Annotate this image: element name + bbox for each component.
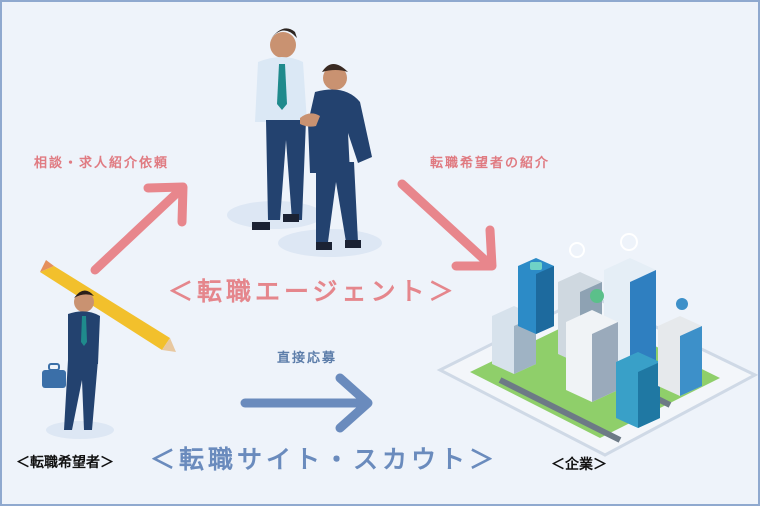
consult-request-label: 相談・求人紹介依頼 (34, 156, 170, 171)
job-seeker-illustration (40, 260, 176, 439)
city-tablet-illustration (436, 233, 759, 457)
arrow-seeker-to-company (240, 373, 373, 433)
site-scout-title: ＜転職サイト・スカウト＞ (150, 445, 499, 474)
handshake-illustration (227, 28, 382, 257)
company-label: ＜企業＞ (551, 457, 607, 473)
agent-title: ＜転職エージェント＞ (168, 277, 458, 306)
arrow-agent-to-company (397, 179, 497, 271)
job-seeker-label: ＜転職希望者＞ (16, 455, 114, 471)
arrow-seeker-to-agent (90, 182, 188, 275)
introduce-candidate-label: 転職希望者の紹介 (430, 156, 551, 171)
direct-apply-label: 直接応募 (277, 351, 338, 366)
